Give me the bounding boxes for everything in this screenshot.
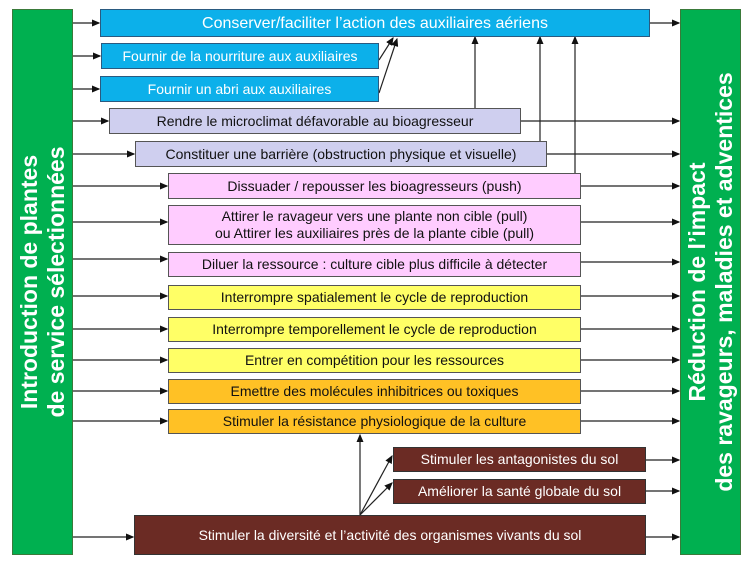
box-attirer-line2: ou Attirer les auxiliaires près de la pl… — [214, 225, 535, 241]
box-nourriture: Fournir de la nourriture aux auxiliaires — [101, 43, 379, 69]
box-resistance: Stimuler la résistance physiologique de … — [168, 409, 581, 434]
box-diluer: Diluer la ressource : culture cible plus… — [168, 252, 581, 277]
arrow — [378, 36, 394, 61]
box-conserver: Conserver/faciliter l’action des auxilia… — [100, 9, 650, 37]
box-diversite: Stimuler la diversité et l’activité des … — [134, 515, 646, 555]
arrow — [359, 454, 393, 516]
left-bar-line2: de service sélectionnées — [42, 146, 69, 418]
box-attirer: Attirer le ravageur vers une plante non … — [168, 205, 581, 245]
arrow — [359, 482, 393, 516]
box-antagonistes: Stimuler les antagonistes du sol — [393, 447, 646, 472]
box-barriere: Constituer une barrière (obstruction phy… — [135, 141, 547, 167]
box-abri: Fournir un abri aux auxiliaires — [100, 76, 379, 102]
box-spatial: Interrompre spatialement le cycle de rep… — [168, 285, 581, 310]
right-bar-line1: Réduction de l’impact — [683, 162, 710, 402]
box-microclimat: Rendre le microclimat défavorable au bio… — [109, 108, 521, 134]
box-competition: Entrer en compétition pour les ressource… — [168, 348, 581, 373]
box-emettre: Emettre des molécules inhibitrices ou to… — [168, 379, 581, 404]
box-sante: Améliorer la santé globale du sol — [393, 479, 646, 504]
left-bar-line1: Introduction de plantes — [15, 154, 42, 410]
box-temporel: Interrompre temporellement le cycle de r… — [168, 317, 581, 342]
box-attirer-line1: Attirer le ravageur vers une plante non … — [221, 208, 528, 224]
right-bar-line2: des ravageurs, maladies et adventices — [710, 72, 737, 492]
box-dissuader: Dissuader / repousser les bioagresseurs … — [168, 173, 581, 199]
arrow — [378, 37, 399, 94]
